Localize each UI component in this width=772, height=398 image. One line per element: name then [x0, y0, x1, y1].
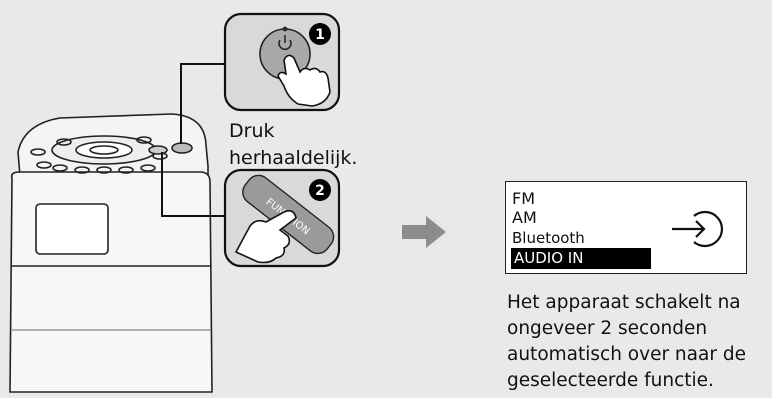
callout-power: 1: [223, 12, 341, 112]
step-instruction: Druk herhaaldelijk.: [229, 118, 357, 172]
note-line: ongeveer 2 seconden: [507, 318, 708, 339]
hand-pointing-icon: [277, 54, 331, 107]
menu-item-audio-in-selected: AUDIO IN: [511, 248, 651, 269]
menu-item-fm: FM: [512, 189, 536, 208]
input-arrow-icon: [672, 210, 723, 248]
step-instruction-line: Druk: [229, 120, 275, 142]
right-arrow-icon: [402, 216, 446, 248]
callout-function: FUNCTION 2: [223, 168, 341, 268]
marker-1: [309, 23, 331, 45]
note-line: Het apparaat schakelt na: [507, 292, 741, 313]
menu-item-bluetooth: Bluetooth: [512, 229, 585, 247]
marker-1-label: 1: [315, 27, 325, 43]
note-line: automatisch over naar de: [507, 344, 746, 365]
hand-pointing-icon: [234, 210, 297, 264]
marker-2-label: 2: [315, 183, 325, 199]
connector-lines: [161, 63, 232, 217]
step-instruction-line: herhaaldelijk.: [229, 147, 358, 169]
menu-item-am: AM: [512, 208, 537, 227]
function-switch-note: Het apparaat schakelt na ongeveer 2 seco…: [507, 290, 772, 394]
function-menu-display: FM AM Bluetooth AUDIO IN: [505, 181, 747, 274]
marker-2: [309, 179, 331, 201]
power-icon: [278, 26, 292, 50]
note-line: geselecteerde functie.: [507, 370, 714, 391]
speaker-device: [9, 113, 213, 393]
